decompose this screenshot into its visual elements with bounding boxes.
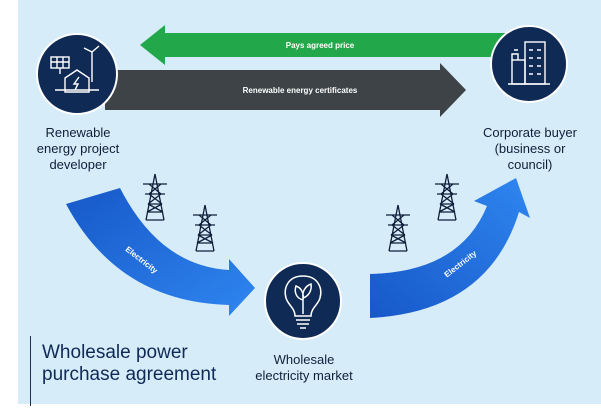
price-arrow: Pays agreed price [140,25,520,65]
transmission-tower-icon [435,173,459,221]
developer-node [36,33,118,115]
developer-label-line: Renewable [45,125,111,140]
certificates-arrow-label: Renewable energy certificates [243,86,358,95]
buyer-label: Corporate buyer (business or council) [470,125,590,173]
title-divider [30,336,31,406]
transmission-tower-icon [193,204,217,252]
developer-label-line: developer [49,157,107,172]
title-line: purchase agreement [42,364,217,385]
buyer-label-line: Corporate buyer [483,125,577,140]
market-label-line: Wholesale [273,352,335,367]
lightbulb-leaf-icon [284,275,322,329]
transmission-tower-icon [386,204,410,252]
market-label: Wholesale electricity market [243,352,365,384]
solar-wind-house-icon [50,45,100,93]
price-arrow-label: Pays agreed price [286,41,355,50]
title-line: Wholesale power [42,342,188,363]
electricity-arrow-left: Electricity [66,188,255,316]
market-node [264,262,342,340]
building-icon [508,41,550,85]
developer-label-line: energy project [36,141,120,156]
certificates-arrow: Renewable energy certificates [105,63,466,117]
developer-label: Renewable energy project developer [22,125,134,173]
transmission-tower-icon [143,173,167,221]
diagram-title: Wholesale power purchase agreement [42,342,216,386]
buyer-node [490,25,568,103]
electricity-arrow-right: Electricity [370,178,530,318]
market-label-line: electricity market [255,368,353,383]
buyer-label-line: (business or [494,141,566,156]
buyer-label-line: council) [507,157,553,172]
